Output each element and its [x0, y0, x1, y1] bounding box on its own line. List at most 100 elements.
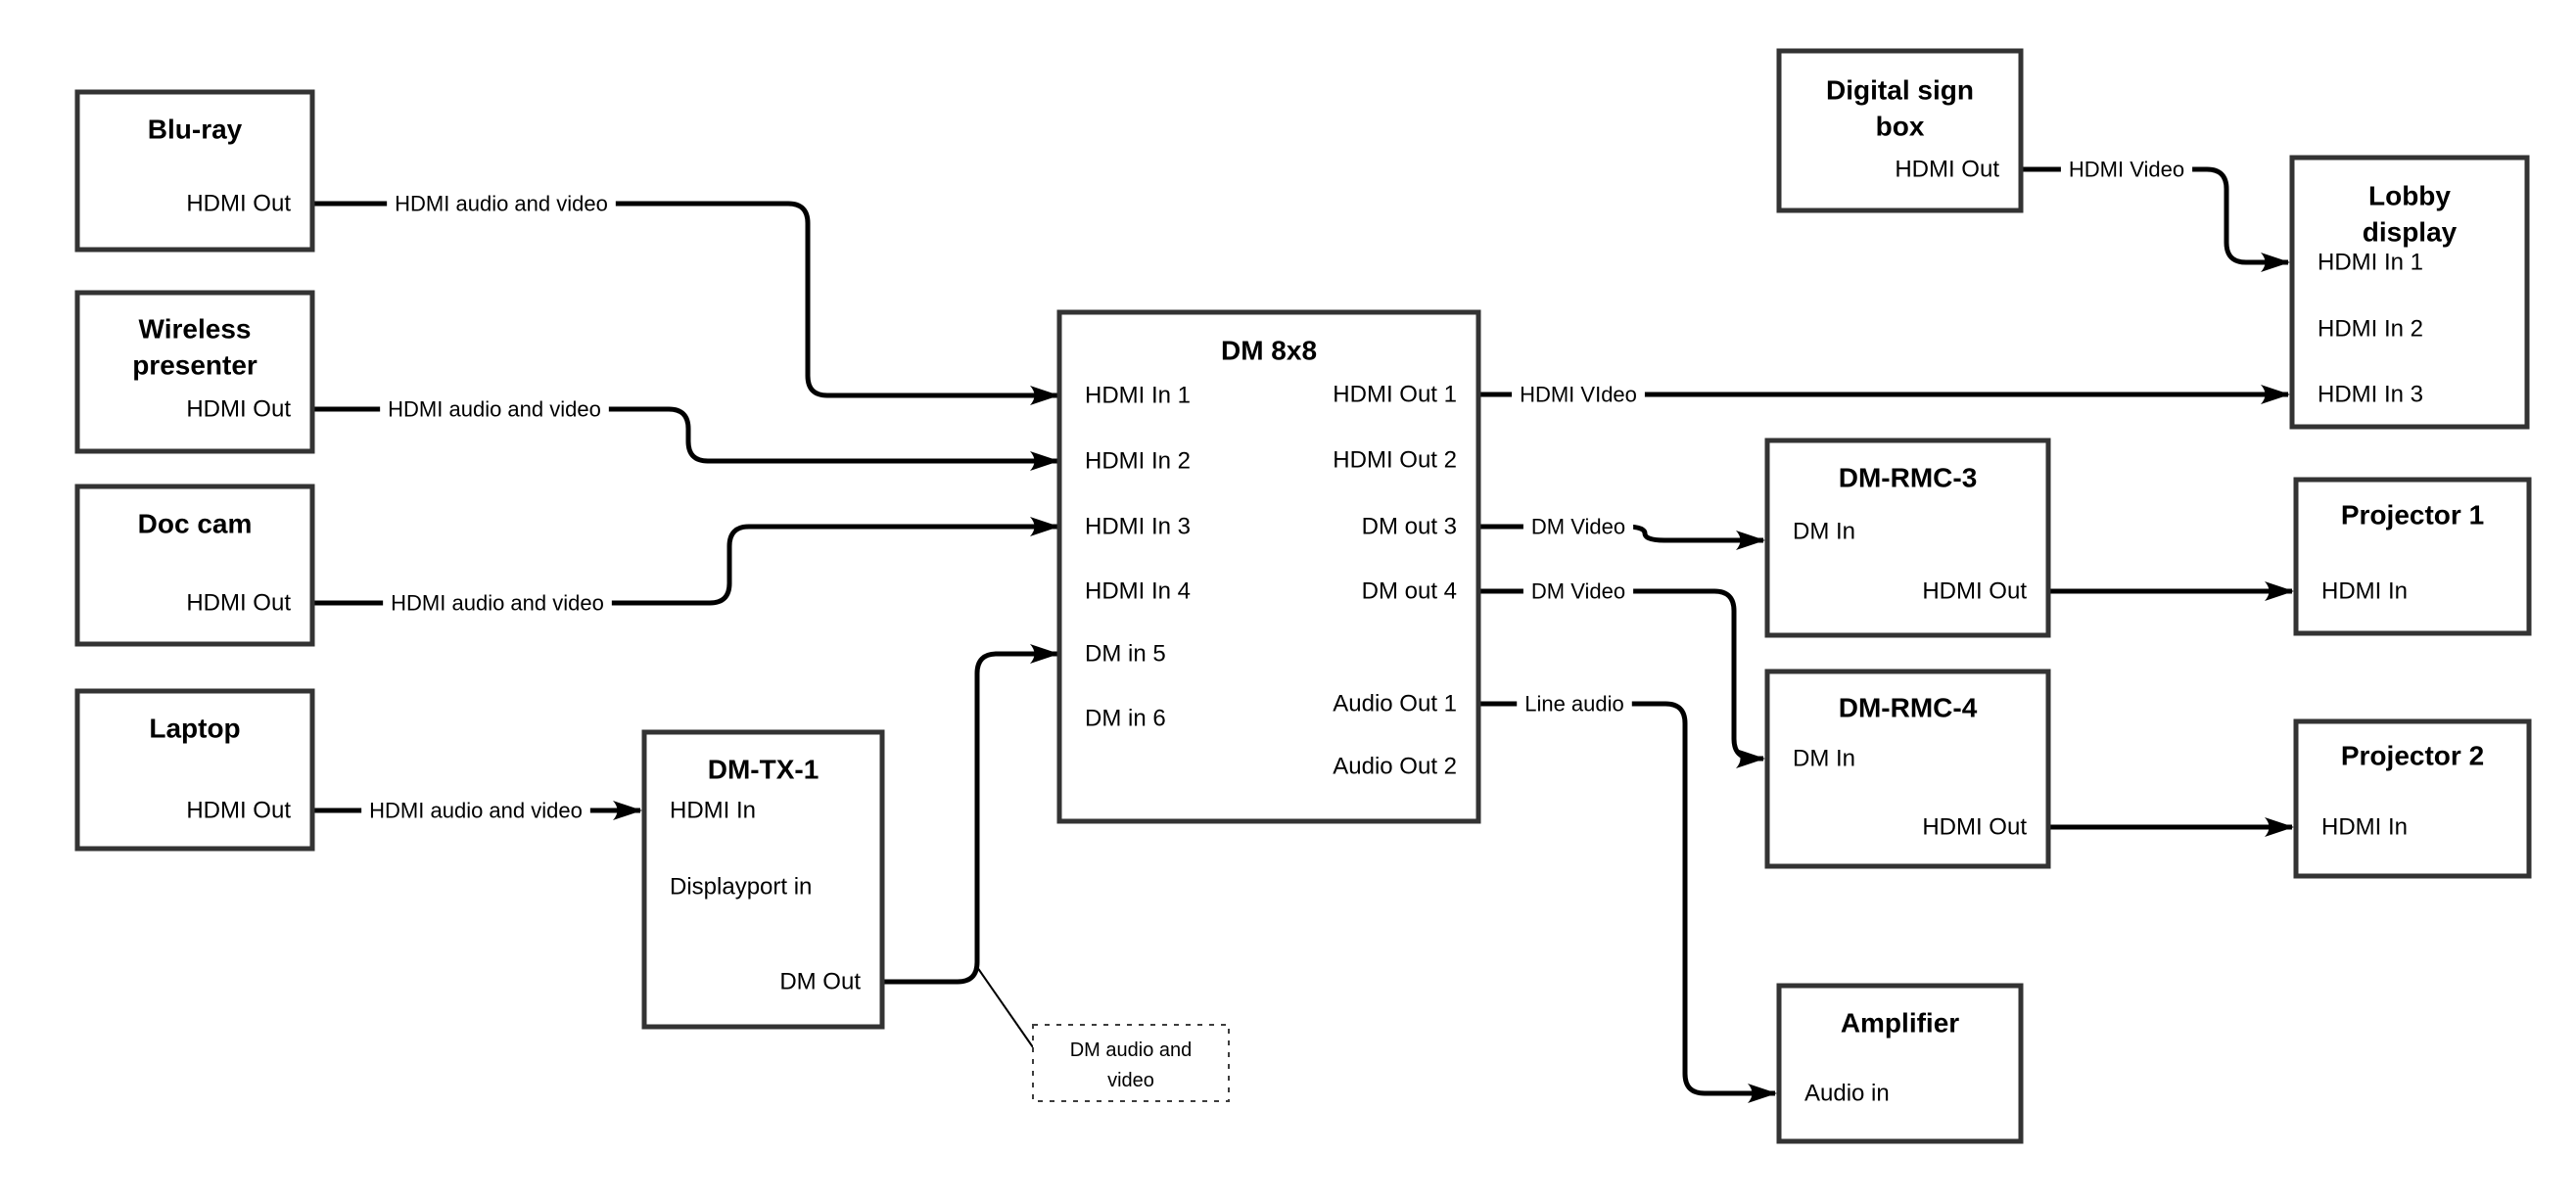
- dm-tx-1-port-hdmi-in: HDMI In: [670, 798, 756, 824]
- lobby-display-box: [2289, 155, 2530, 430]
- dm-rmc-3-title-line-1: DM-RMC-3: [1839, 463, 1978, 493]
- edge-label-dm8x8-audio1-to-amplifier-bg: [1517, 688, 1632, 719]
- dm-8x8-port-audio-out-2: Audio Out 2: [1333, 754, 1457, 780]
- amplifier-box: [1776, 983, 2024, 1144]
- dm-8x8-box: [1056, 309, 1481, 824]
- amplifier-port-audio-in: Audio in: [1804, 1081, 1890, 1107]
- edge-label-wireless-to-dm8x8-in2: HDMI audio and video: [388, 397, 601, 422]
- edge-label-digsign-to-lobby-in1: HDMI Video: [2069, 158, 2184, 182]
- edge-label-dm8x8-out1-to-lobby-in3-bg: [1512, 379, 1645, 410]
- dm-8x8-port-hdmi-in-3: HDMI In 3: [1085, 514, 1191, 540]
- digital-sign-box-title-line-2: box: [1876, 112, 1925, 142]
- wireless-presenter-title-line-1: Wireless: [139, 314, 252, 345]
- dm-tx-1-port-displayport-in: Displayport in: [670, 874, 812, 901]
- edge-label-laptop-to-dmtx1-bg: [361, 795, 590, 826]
- edge-label-doccam-to-dm8x8-in3-bg: [383, 587, 612, 619]
- dm-audio-video-note-text-line-1: DM audio and: [1070, 1039, 1193, 1061]
- dm-rmc-3-box: [1764, 438, 2051, 638]
- edge-path-dm8x8-audio1-to-amplifier: [1478, 701, 1777, 1103]
- dm-rmc-4-port-hdmi-out: HDMI Out: [1922, 814, 2027, 841]
- lobby-display-port-hdmi-in-1: HDMI In 1: [2318, 250, 2423, 276]
- edge-wireless-to-dm8x8-in2: [312, 406, 1059, 471]
- edge-dm8x8-audio1-to-amplifier: [1478, 701, 1777, 1103]
- dm-rmc-4-box: [1764, 669, 2051, 869]
- dm-8x8-port-hdmi-in-1: HDMI In 1: [1085, 383, 1191, 409]
- projector-1-title-line-1: Projector 1: [2341, 500, 2484, 531]
- wireless-presenter-port-hdmi-out: HDMI Out: [186, 396, 291, 423]
- doc-cam-box: [74, 484, 315, 647]
- dm-tx-1-box: [641, 729, 885, 1030]
- dm-tx-1-port-dm-out: DM Out: [779, 969, 861, 995]
- edge-label-bluray-to-dm8x8-in1-bg: [387, 188, 616, 219]
- edge-label-dm8x8-out3-to-dmrmc3: DM Video: [1531, 515, 1625, 539]
- node-projector-1: Projector 1 HDMI In: [2293, 477, 2532, 636]
- dm-8x8-title-line-1: DM 8x8: [1221, 336, 1317, 366]
- projector-1-port-hdmi-in: HDMI In: [2321, 578, 2408, 605]
- dm-8x8-port-audio-out-1: Audio Out 1: [1333, 691, 1457, 717]
- edge-label-doccam-to-dm8x8-in3: HDMI audio and video: [391, 591, 604, 616]
- digital-sign-box-title-line-1: Digital sign: [1826, 75, 1974, 106]
- dm-8x8-port-hdmi-in-2: HDMI In 2: [1085, 448, 1191, 475]
- edge-dmtx1-to-dm8x8-in5: [882, 644, 1059, 985]
- edge-label-dm8x8-audio1-to-amplifier: Line audio: [1524, 692, 1624, 716]
- dm-8x8-port-dm-in-6: DM in 6: [1085, 706, 1166, 732]
- edge-bluray-to-dm8x8-in1: [312, 201, 1059, 405]
- projector-1-box: [2293, 477, 2532, 636]
- bluray-title-line-1: Blu-ray: [148, 115, 243, 145]
- dm-8x8-port-hdmi-out-2: HDMI Out 2: [1333, 447, 1457, 474]
- dm-tx-1-title-line-1: DM-TX-1: [708, 755, 820, 785]
- wireless-presenter-box: [74, 290, 315, 454]
- dm-rmc-4-port-dm-in: DM In: [1793, 746, 1855, 772]
- edge-label-digsign-to-lobby-in1-bg: [2060, 154, 2193, 185]
- lobby-display-title-line-1: Lobby: [2368, 181, 2451, 211]
- bluray-port-hdmi-out: HDMI Out: [186, 191, 291, 217]
- edge-label-bluray-to-dm8x8-in1: HDMI audio and video: [395, 192, 608, 216]
- node-dm-rmc-3: DM-RMC-3 DM In HDMI Out: [1764, 438, 2051, 638]
- edge-label-dm8x8-out1-to-lobby-in3: HDMI VIdeo: [1520, 383, 1637, 407]
- lobby-display-port-hdmi-in-3: HDMI In 3: [2318, 382, 2423, 408]
- wireless-presenter-title-line-2: presenter: [132, 350, 258, 381]
- dm-audio-video-note-text-line-2: video: [1107, 1070, 1154, 1091]
- edge-path-doccam-to-dm8x8-in3: [312, 517, 1059, 606]
- digital-sign-box-box: [1776, 48, 2024, 213]
- edge-doccam-to-dm8x8-in3: [312, 517, 1059, 606]
- edge-path-digsign-to-lobby-in1: [2021, 166, 2290, 272]
- projector-2-port-hdmi-in: HDMI In: [2321, 814, 2408, 841]
- edge-label-laptop-to-dmtx1: HDMI audio and video: [369, 799, 583, 823]
- laptop-box: [74, 688, 315, 852]
- note-leader-line: [976, 966, 1034, 1048]
- laptop-port-hdmi-out: HDMI Out: [186, 798, 291, 824]
- edge-label-dm8x8-out4-to-dmrmc4-bg: [1522, 576, 1634, 607]
- dm-8x8-port-hdmi-out-1: HDMI Out 1: [1333, 382, 1457, 408]
- doc-cam-title-line-1: Doc cam: [138, 509, 253, 539]
- dm-rmc-3-port-hdmi-out: HDMI Out: [1922, 578, 2027, 605]
- edge-path-bluray-to-dm8x8-in1: [312, 201, 1059, 405]
- edge-digsign-to-lobby-in1: [2021, 166, 2290, 272]
- dm-8x8-port-dm-out-4: DM out 4: [1362, 578, 1457, 605]
- edge-label-dm8x8-out4-to-dmrmc4: DM Video: [1531, 579, 1625, 604]
- edge-label-wireless-to-dm8x8-in2-bg: [380, 393, 609, 425]
- note-layer: DM audio and video: [976, 966, 1230, 1102]
- laptop-title-line-1: Laptop: [149, 714, 240, 744]
- dm-8x8-port-dm-in-5: DM in 5: [1085, 641, 1166, 668]
- dm-rmc-3-port-dm-in: DM In: [1793, 519, 1855, 545]
- dm-rmc-4-title-line-1: DM-RMC-4: [1839, 693, 1978, 723]
- edge-path-wireless-to-dm8x8-in2: [312, 406, 1059, 471]
- amplifier-title-line-1: Amplifier: [1841, 1008, 1959, 1039]
- lobby-display-port-hdmi-in-2: HDMI In 2: [2318, 316, 2423, 343]
- doc-cam-port-hdmi-out: HDMI Out: [186, 590, 291, 617]
- projector-2-box: [2293, 718, 2532, 879]
